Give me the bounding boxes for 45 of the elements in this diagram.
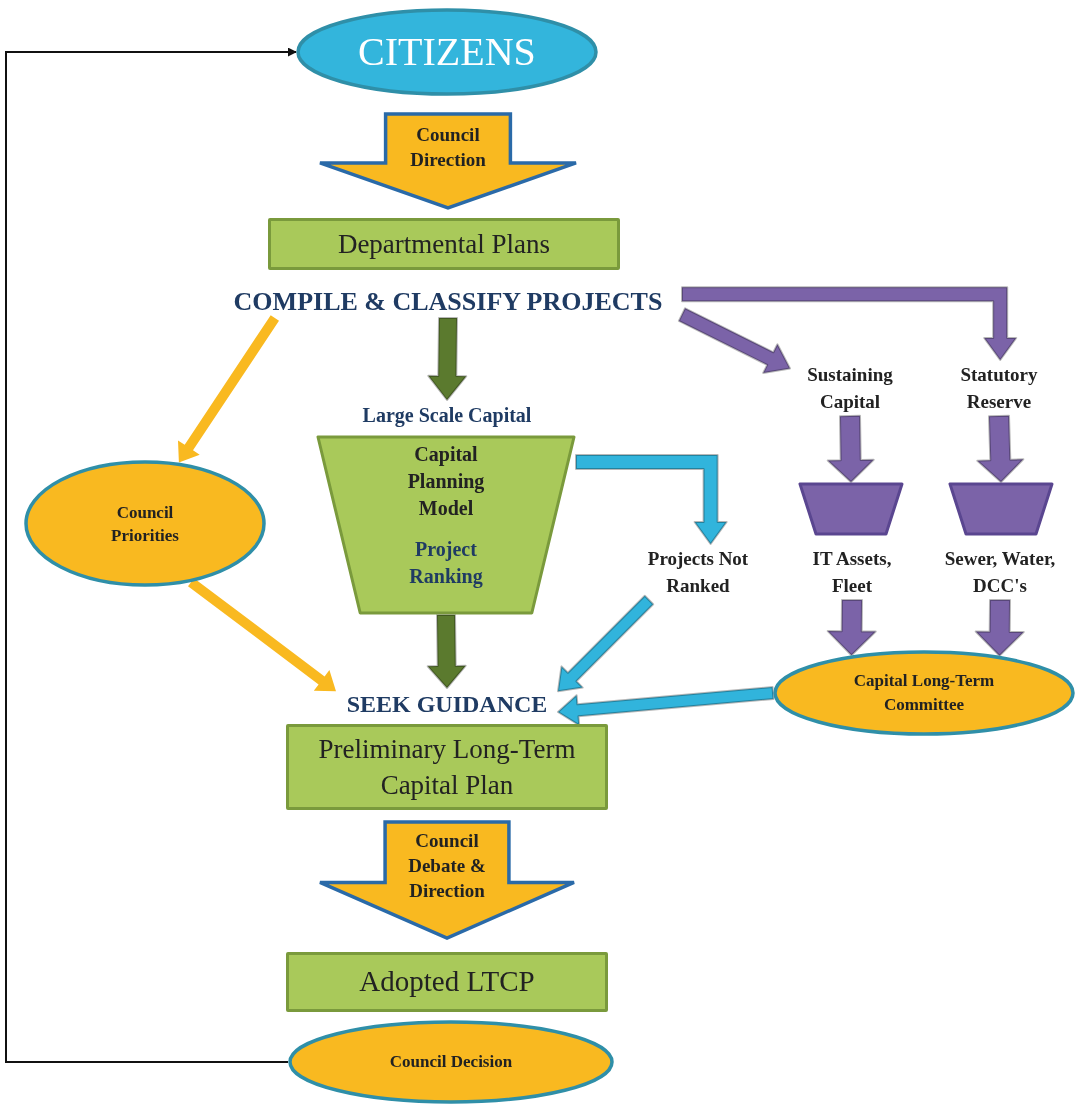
block-arrow	[826, 598, 877, 657]
process-box	[286, 724, 608, 810]
node-label: Sewer, Water, DCC's	[943, 547, 1057, 598]
node-label: Capital Long-Term Committee	[852, 670, 996, 716]
funnel-node	[316, 435, 576, 615]
node-label: Sustaining Capital	[806, 363, 894, 414]
node-label: Departmental Plans	[337, 227, 551, 261]
block-arrow	[681, 286, 1018, 361]
node-label: Statutory Reserve	[959, 363, 1039, 414]
block-arrow	[976, 414, 1025, 483]
arrow	[5, 47, 297, 1063]
process-box	[268, 218, 620, 270]
block-arrow	[575, 454, 728, 545]
oval-node	[288, 1020, 614, 1104]
node-label: IT Assets, Fleet	[811, 547, 893, 598]
node-label: Council Priorities	[110, 501, 180, 547]
node-label: Large Scale Capital	[362, 403, 532, 429]
oval-node	[24, 460, 266, 587]
block-arrow	[188, 578, 336, 692]
node-label: SEEK GUIDANCE	[346, 690, 548, 719]
node-label: CITIZENS	[358, 28, 536, 76]
block-arrow	[178, 315, 279, 463]
block-arrow	[426, 613, 467, 689]
node-label: Adopted LTCP	[359, 964, 535, 1000]
block-arrow	[826, 414, 875, 483]
process-box	[286, 952, 608, 1012]
node-label: Preliminary Long-Term Capital Plan	[317, 733, 577, 802]
block-arrow	[974, 598, 1025, 657]
block-arrow	[557, 594, 655, 693]
node-label: Council Debate & Direction	[407, 829, 487, 903]
oval-node	[296, 8, 598, 96]
node-label: Council Decision	[389, 1051, 513, 1074]
oval-node	[773, 650, 1075, 736]
node-label: Project Ranking	[408, 537, 484, 590]
node-label: Council Direction	[409, 123, 487, 172]
node-label: Capital Planning Model	[406, 442, 486, 521]
block-arrow-node	[318, 112, 578, 210]
node-label: Projects Not Ranked	[646, 547, 750, 598]
trapezoid-shape	[948, 482, 1054, 536]
block-arrow	[677, 307, 791, 374]
block-arrow	[557, 686, 775, 727]
block-arrow-node	[318, 820, 576, 940]
trapezoid-shape	[798, 482, 904, 536]
node-label: COMPILE & CLASSIFY PROJECTS	[233, 285, 663, 318]
block-arrow	[427, 316, 468, 401]
